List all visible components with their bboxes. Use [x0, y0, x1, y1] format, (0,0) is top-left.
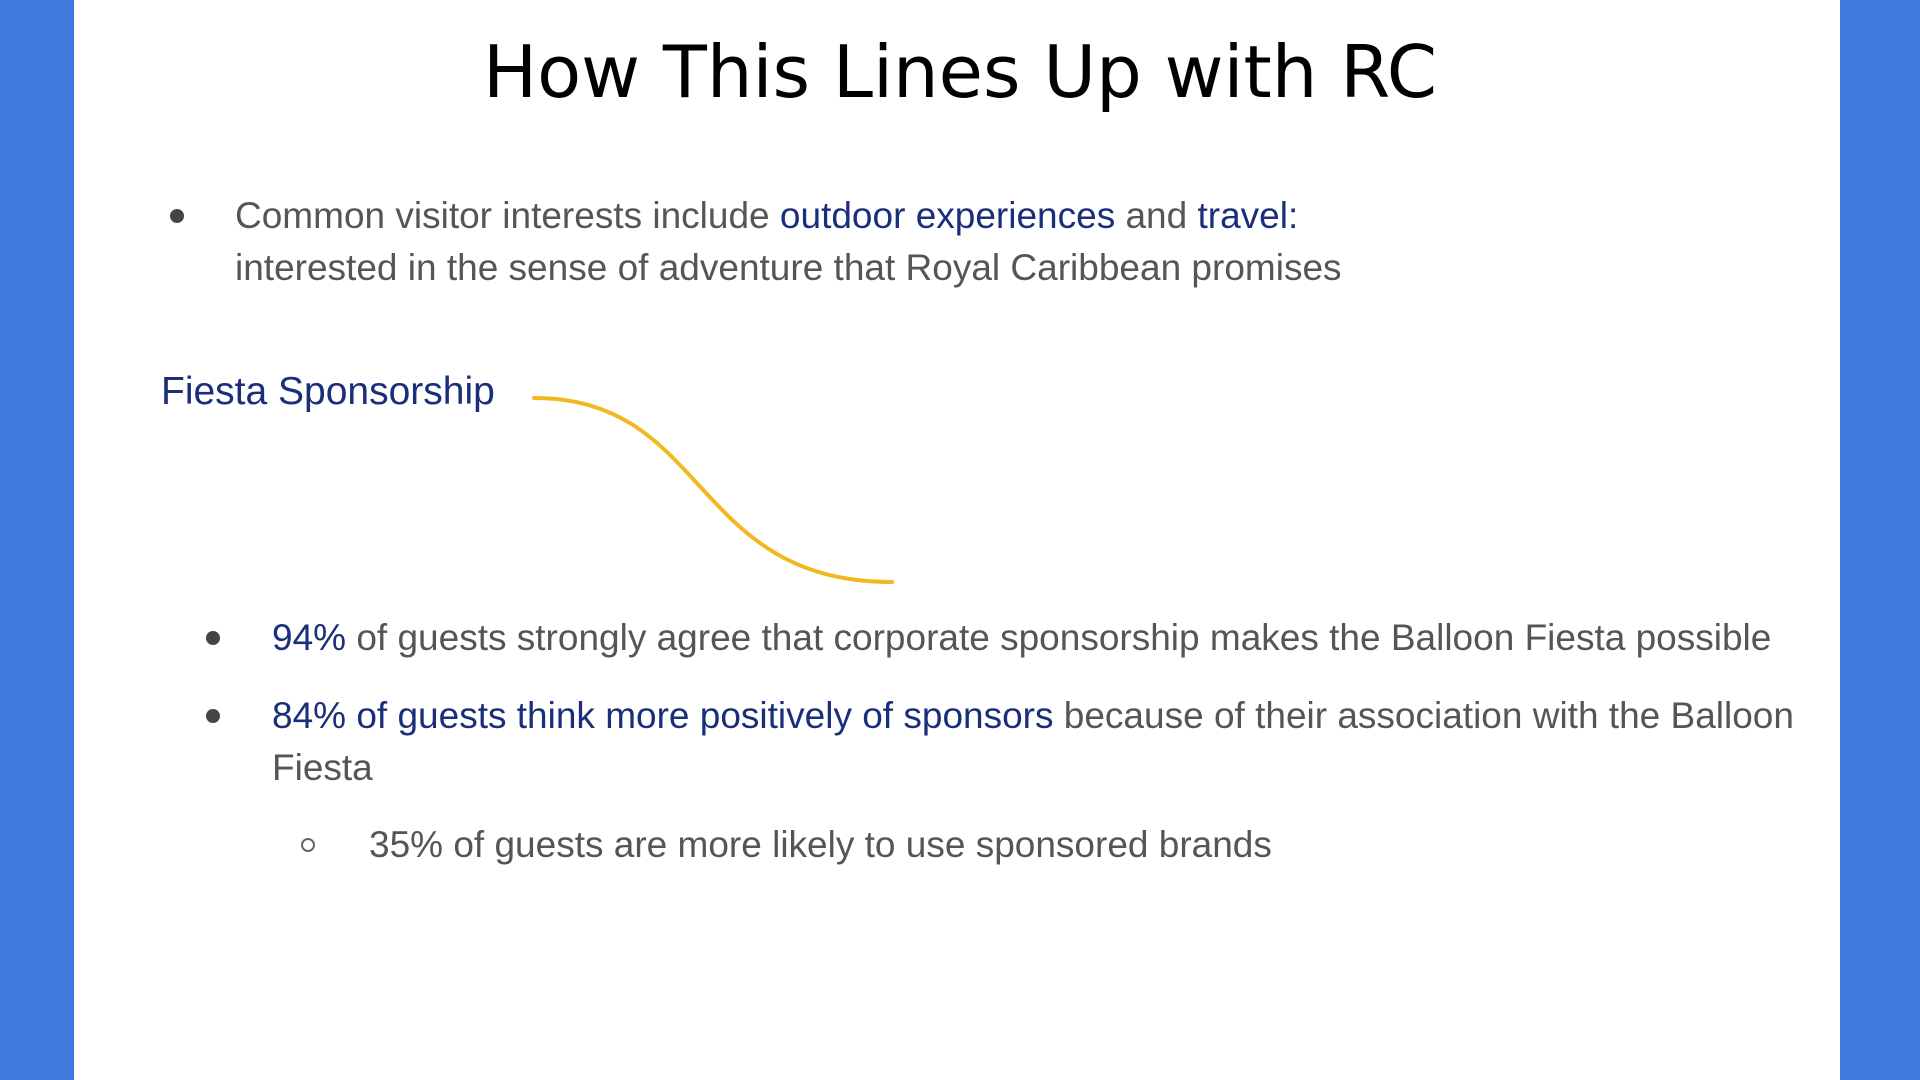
bullet-2-highlight: 84% of guests think more positively of s…	[272, 695, 1054, 736]
intro-bullet-text: Common visitor interests include outdoor…	[235, 190, 1735, 294]
left-blue-band	[0, 0, 74, 1080]
intro-highlight-outdoor: outdoor experiences	[779, 195, 1116, 236]
right-blue-band	[1840, 0, 1920, 1080]
bullet-2-rest: because of their association with the Ba…	[1053, 695, 1794, 736]
connector-curve-path	[532, 396, 894, 584]
intro-bullet-dot	[170, 209, 184, 223]
intro-highlight-travel: travel:	[1197, 195, 1299, 236]
intro-text-part1: Common visitor interests include	[235, 195, 780, 236]
bullet-1-rest: of guests strongly agree that corporate …	[346, 617, 1772, 658]
bullet-2-dot	[206, 709, 220, 723]
intro-text-part2: and	[1115, 195, 1198, 236]
slide-canvas	[74, 0, 1840, 1080]
section-label-fiesta-sponsorship: Fiesta Sponsorship	[161, 370, 495, 413]
slide-title: How This Lines Up with RC	[482, 30, 1438, 114]
sub-bullet-circle	[301, 838, 315, 852]
intro-text-line2: interested in the sense of adventure tha…	[235, 247, 1342, 288]
bullet-2-text: 84% of guests think more positively of s…	[272, 690, 1812, 794]
connector-curve	[532, 396, 894, 584]
bullet-1-text: 94% of guests strongly agree that corpor…	[272, 612, 1812, 664]
bullet-1-dot	[206, 631, 220, 645]
bullet-2-line2: Fiesta	[272, 747, 373, 788]
bullet-1-highlight: 94%	[272, 617, 347, 658]
sub-bullet-text: 35% of guests are more likely to use spo…	[369, 824, 1272, 865]
